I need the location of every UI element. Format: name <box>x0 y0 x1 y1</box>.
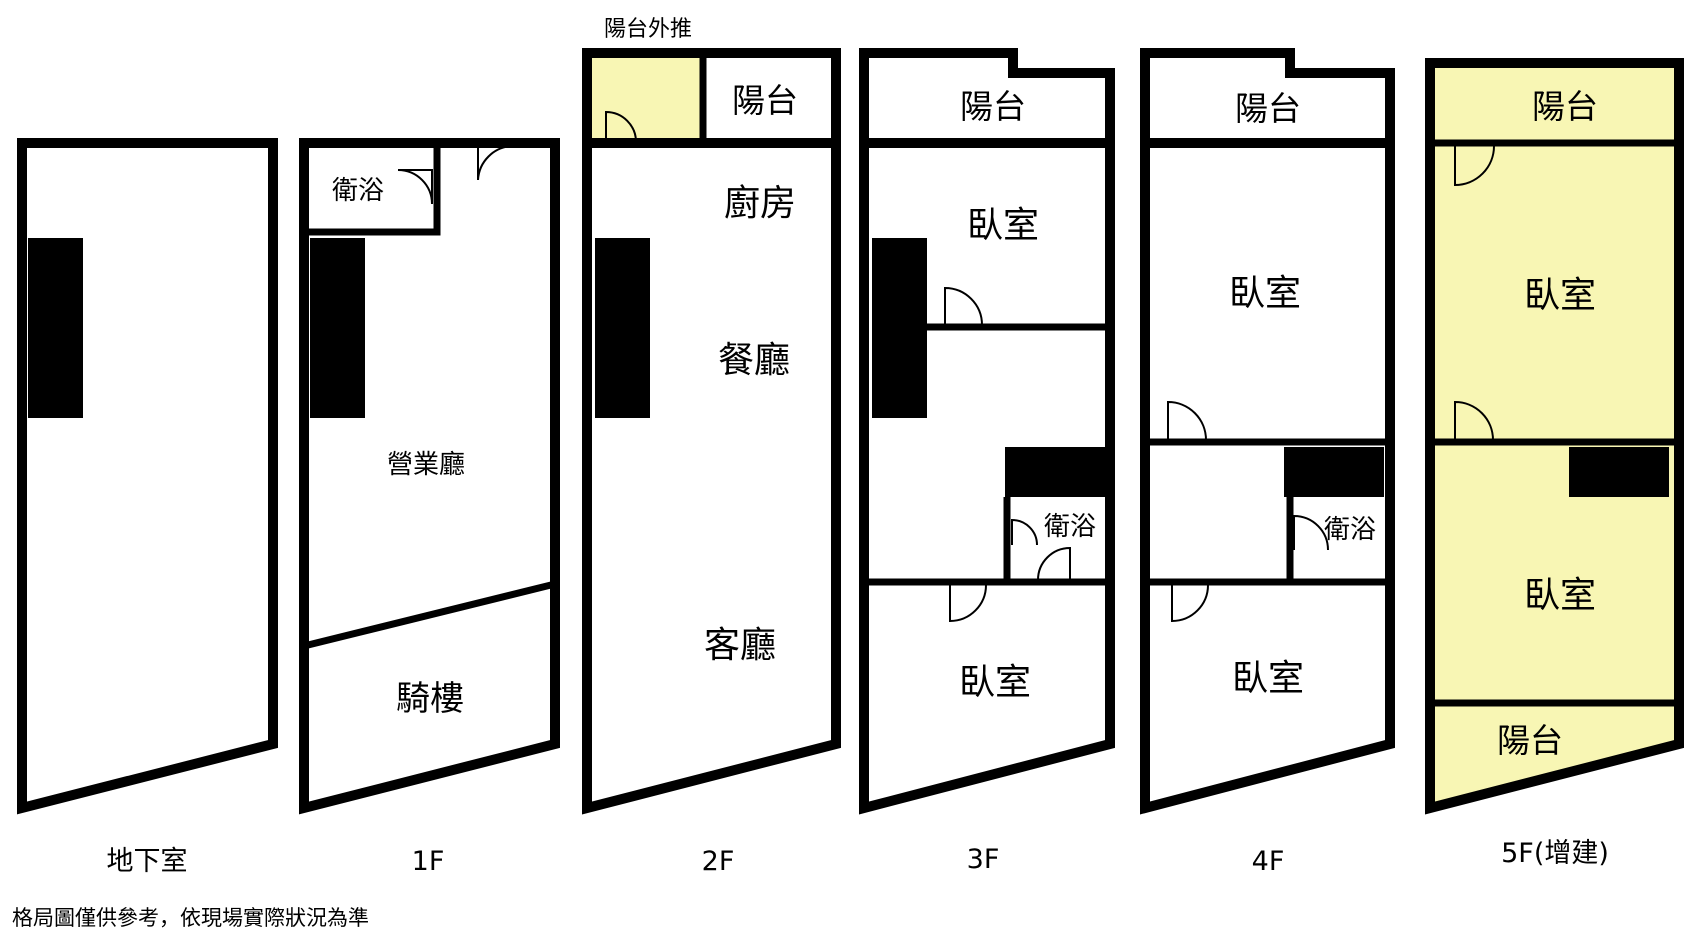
stairs <box>1005 447 1105 497</box>
room-label-bedroom: 臥室 <box>967 205 1039 246</box>
door-icon <box>477 144 513 181</box>
stairs <box>310 238 365 418</box>
floor-basement: 地下室 <box>17 138 278 877</box>
room-label-balcony: 陽台 <box>960 87 1026 126</box>
floor-caption: 1F <box>412 846 445 877</box>
2f-outline <box>582 138 841 815</box>
5f-highlight <box>1430 63 1679 808</box>
floor-caption: 4F <box>1252 846 1285 877</box>
stairs <box>872 238 927 418</box>
balcony-ext-label: 陽台外推 <box>604 17 692 42</box>
room-label-balcony: 陽台 <box>1532 87 1598 126</box>
basement-outline <box>17 138 278 815</box>
room-label-bath: 衛浴 <box>1044 512 1096 542</box>
floor-5f: 陽台 臥室 臥室 陽台 5F(增建) <box>1425 58 1684 869</box>
door-icon <box>397 169 433 205</box>
door-icon <box>1171 584 1209 623</box>
floor-1f: 衛浴 營業廳 騎樓 1F <box>299 138 560 877</box>
1f-bath-wall <box>304 143 441 236</box>
room-label-bedroom: 臥室 <box>1229 273 1301 314</box>
balcony-ext-fill <box>591 55 700 143</box>
room-label-bedroom: 臥室 <box>1524 275 1596 316</box>
door-icon <box>1454 400 1494 441</box>
room-label-shop: 營業廳 <box>387 450 465 480</box>
room-label-bath: 衛浴 <box>1324 515 1376 545</box>
5f-outline <box>1425 58 1684 815</box>
floor-caption: 地下室 <box>107 846 188 877</box>
1f-arcade-wall <box>303 580 556 650</box>
room-label-bedroom: 臥室 <box>959 662 1031 703</box>
4f-outline <box>1140 138 1395 815</box>
door-icon <box>1011 518 1038 546</box>
room-label-balcony: 陽台 <box>732 81 798 120</box>
3f-outline <box>859 138 1115 815</box>
door-icon <box>1167 400 1207 441</box>
door-icon <box>949 584 987 623</box>
room-label-bedroom: 臥室 <box>1524 575 1596 616</box>
room-label-kitchen: 廚房 <box>724 183 796 224</box>
stairs <box>28 238 83 418</box>
floor-2f: 陽台外推 陽台 廚房 餐廳 客廳 2F <box>582 17 841 877</box>
3f-balcony-outline <box>859 48 1115 143</box>
room-label-bedroom: 臥室 <box>1232 658 1304 699</box>
floor-3f: 陽台 臥室 衛浴 臥室 3F <box>859 48 1115 875</box>
door-icon <box>1454 145 1495 187</box>
stairs <box>1569 447 1669 497</box>
door-icon <box>1037 546 1071 581</box>
2f-balcony-outline <box>582 48 841 143</box>
room-label-bath: 衛浴 <box>332 176 384 206</box>
room-label-dining: 餐廳 <box>718 340 790 381</box>
room-label-balcony: 陽台 <box>1235 89 1301 128</box>
disclaimer-note: 格局圖僅供參考，依現場實際狀況為準 <box>12 906 369 930</box>
1f-outline <box>299 138 560 815</box>
door-icon <box>605 110 637 143</box>
stairs <box>595 238 650 418</box>
room-label-arcade: 騎樓 <box>396 679 464 719</box>
floor-caption: 3F <box>967 844 1000 875</box>
floor-caption: 2F <box>702 846 735 877</box>
4f-balcony-outline <box>1140 48 1395 143</box>
floor-caption: 5F(增建) <box>1501 838 1609 869</box>
stairs <box>1284 447 1384 497</box>
room-label-balcony: 陽台 <box>1497 721 1563 760</box>
door-icon <box>944 286 983 326</box>
floor-4f: 陽台 臥室 衛浴 臥室 4F <box>1140 48 1395 877</box>
door-icon <box>1293 514 1329 551</box>
room-label-living: 客廳 <box>704 625 776 666</box>
